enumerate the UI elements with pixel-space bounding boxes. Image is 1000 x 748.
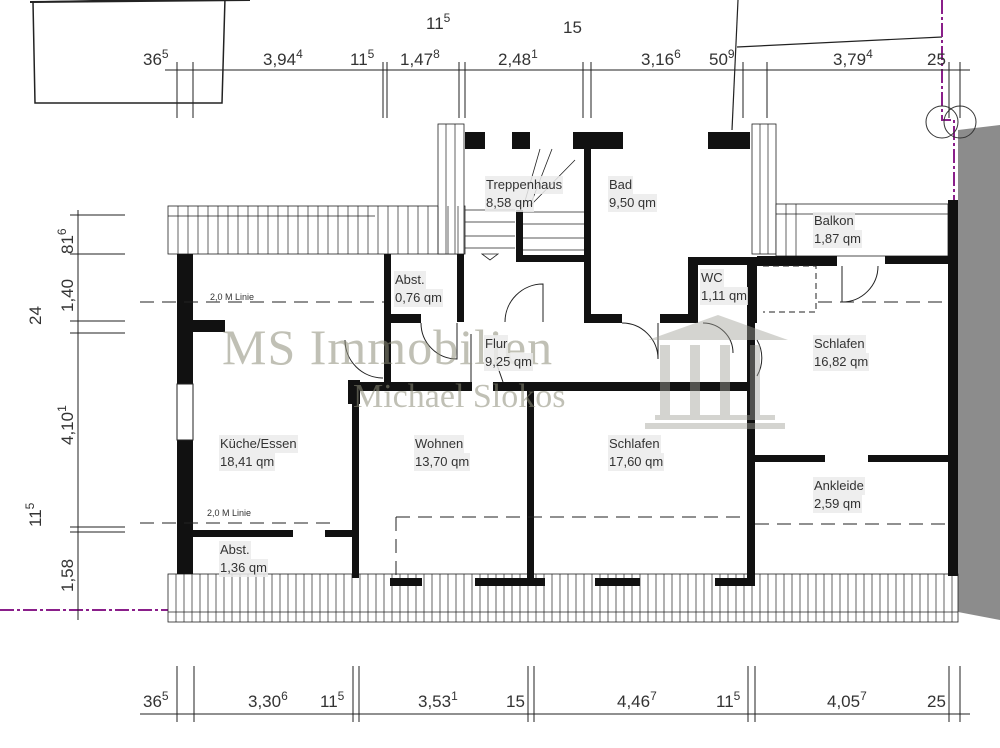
dim-top-0: 365 — [143, 47, 169, 69]
dim-top-8: 509 — [709, 47, 735, 69]
height-line-note-1: 2,0 M Linie — [210, 292, 255, 302]
dim-bottom-7: 4,057 — [827, 689, 867, 711]
watermark-line2: Michael Slokos — [353, 378, 566, 415]
dim-top-1: 3,944 — [263, 47, 303, 69]
neighbor-building — [958, 125, 1000, 620]
dim-top-4: 115 — [426, 11, 451, 33]
dim-bottom-4: 15 — [506, 692, 525, 711]
dim-left-2: 24 — [26, 306, 45, 325]
dim-bottom-6: 115 — [716, 689, 741, 711]
dim-top-6: 15 — [563, 18, 582, 37]
dim-top-3: 1,478 — [400, 47, 440, 69]
dim-left-5: 1,58 — [58, 558, 77, 592]
dim-top-10: 25 — [927, 50, 946, 69]
dim-bottom-3: 3,531 — [418, 689, 458, 711]
room-abstellraum-1: Abst.0,76 qm — [394, 271, 443, 307]
dim-top-7: 3,166 — [641, 47, 681, 69]
room-abstellraum-2: Abst.1,36 qm — [219, 541, 268, 577]
height-line-note-2: 2,0 M Linie — [207, 508, 252, 518]
dim-top-2: 115 — [350, 47, 375, 69]
dim-top-5: 2,481 — [498, 47, 538, 69]
watermark-temple-icon — [645, 315, 788, 429]
dim-left-4: 115 — [23, 502, 45, 527]
dim-left-0: 816 — [55, 228, 77, 254]
neighbor-outline — [32, 0, 226, 104]
dim-top-9: 3,794 — [833, 47, 873, 69]
dim-bottom-2: 115 — [320, 689, 345, 711]
dim-bottom-0: 365 — [143, 689, 169, 711]
dim-bottom-8: 25 — [927, 692, 946, 711]
dim-left-3: 4,101 — [55, 405, 77, 445]
dim-bottom-5: 4,467 — [617, 689, 657, 711]
dim-left-1: 1,40 — [58, 278, 77, 312]
dim-bottom-1: 3,306 — [248, 689, 288, 711]
